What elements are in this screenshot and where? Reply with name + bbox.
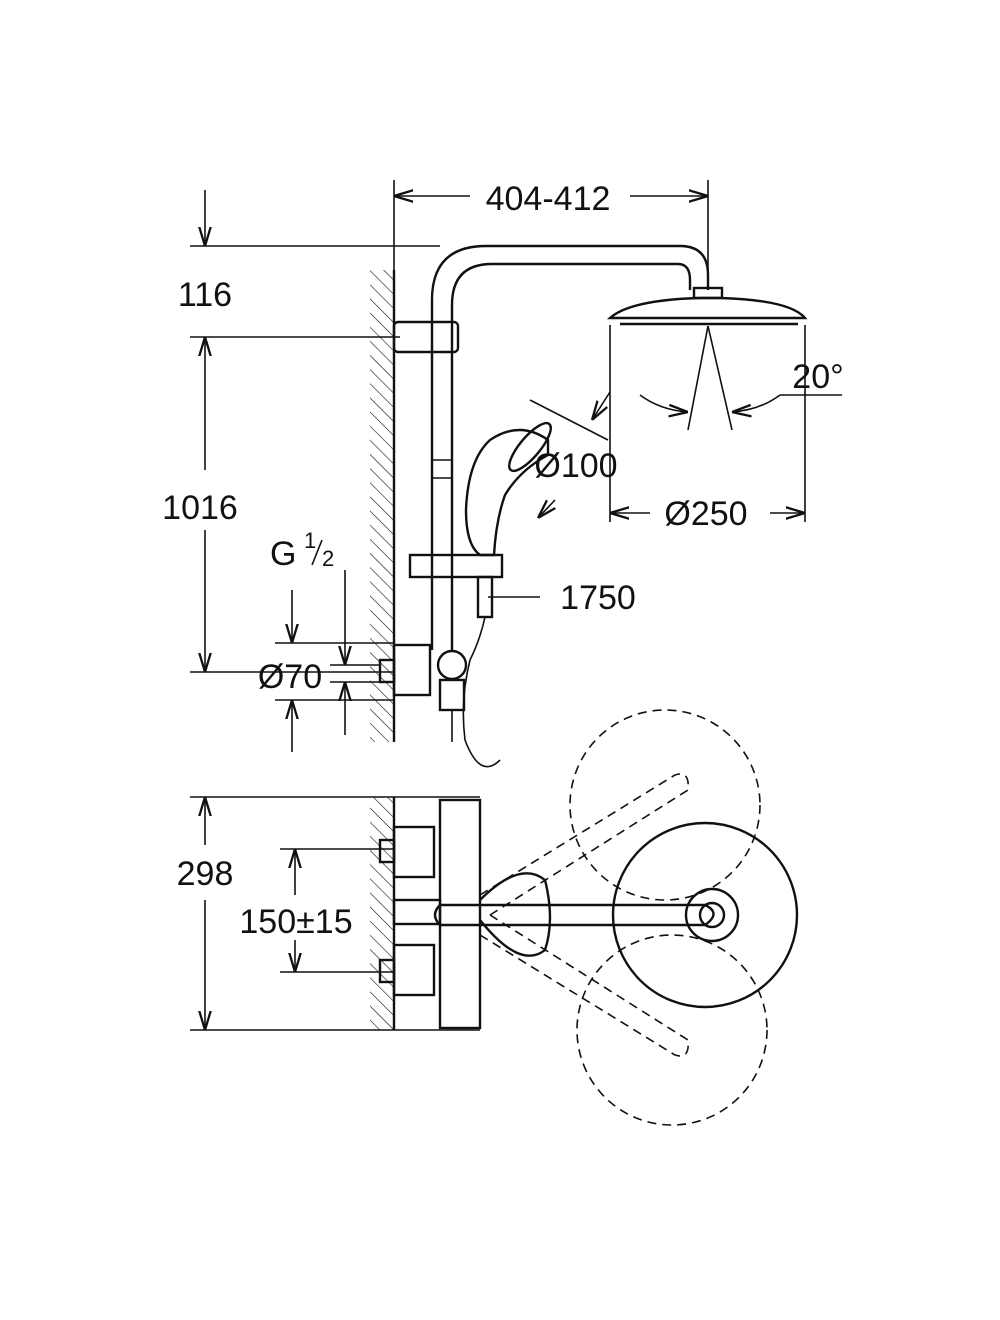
depth-label: 298 (177, 855, 234, 893)
thread-numerator: 1 (304, 528, 316, 553)
dimension-heights: 116 1016 (162, 190, 440, 673)
head-angle-label: 20° (792, 358, 843, 396)
hand-shower-diameter-label: Ø100 (534, 447, 617, 485)
thermostat-top-view (378, 798, 482, 1030)
escutcheon-diameter-label: Ø70 (258, 658, 322, 696)
thermostat-side-view (330, 643, 468, 742)
head-shower: 20° (606, 286, 844, 431)
hose-length-label: 1750 (560, 579, 636, 617)
dimension-arm-reach: 404-412 (393, 180, 709, 290)
top-offset-label: 116 (178, 276, 232, 314)
wall-top-view (370, 797, 396, 1030)
dimension-thread: G 1 2 Ø70 (258, 528, 395, 752)
arm-swing-positions (433, 709, 799, 1126)
thread-denominator: 2 (322, 546, 334, 571)
thread-label: G (270, 535, 296, 573)
dimension-head-diameter: Ø250 (609, 325, 806, 533)
dimension-depth: 298 150±15 (177, 796, 480, 1031)
inlet-spacing-label: 150±15 (239, 903, 352, 941)
hand-shower: 1750 Ø100 (408, 391, 636, 768)
shower-riser (392, 244, 710, 650)
arm-reach-label: 404-412 (486, 180, 611, 218)
head-diameter-label: Ø250 (664, 495, 747, 533)
rail-height-label: 1016 (162, 489, 238, 527)
